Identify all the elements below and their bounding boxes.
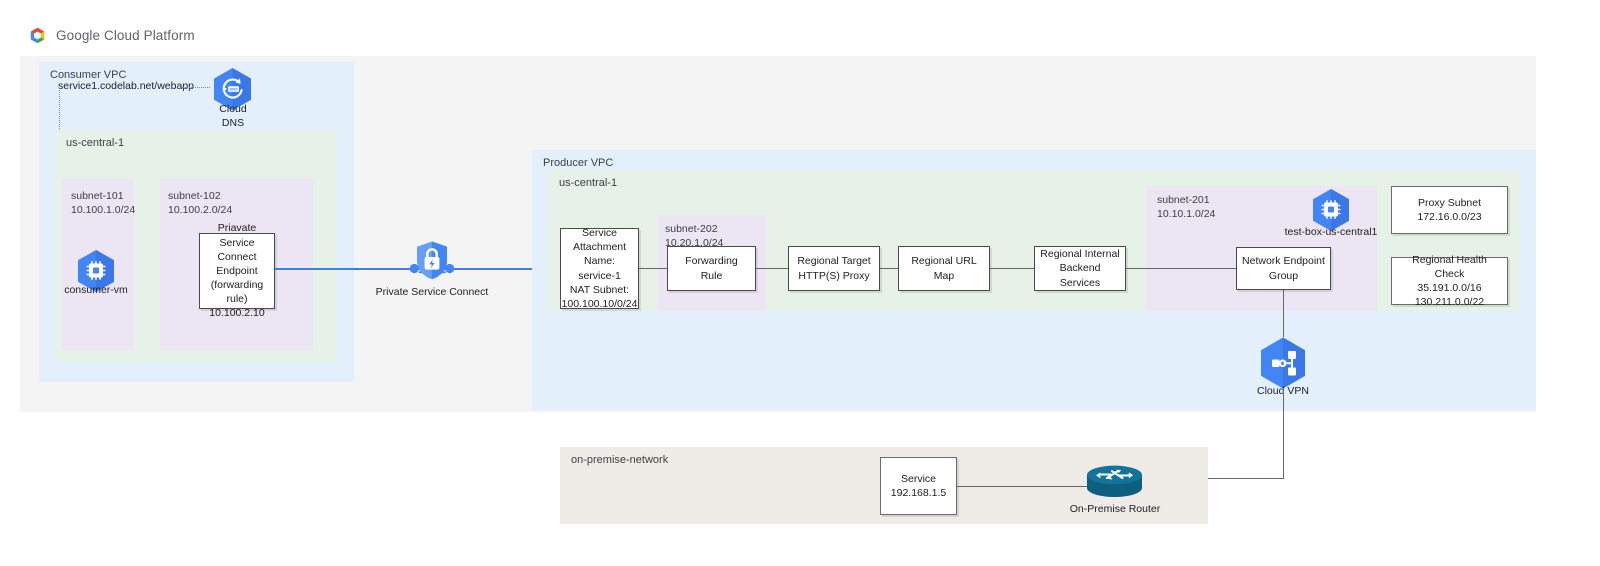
regional-target-proxy-node[interactable]: Regional Target HTTP(S) Proxy (788, 246, 880, 291)
compute-engine-icon (1311, 188, 1351, 232)
service-to-router-line (957, 486, 1087, 487)
subnet-201-info: subnet-201 10.10.1.0/24 (1157, 194, 1215, 222)
private-service-connect-shield-icon (409, 239, 455, 285)
google-cloud-hexagon-logo-icon (28, 26, 47, 45)
consumer-vpc-label: Consumer VPC (50, 69, 127, 81)
sa-to-fr-line (639, 268, 667, 269)
cloud-dns-caption: Cloud DNS (193, 103, 273, 130)
dns-record-label: service1.codelab.net/webapp (58, 80, 195, 92)
subnet-101-info: subnet-101 10.100.1.0/24 (71, 190, 135, 218)
health-check-line2: 35.191.0.0/16 (1417, 282, 1482, 294)
proxy-subnet-line1: Proxy Subnet (1417, 196, 1482, 209)
target-proxy-line2: HTTP(S) Proxy (798, 269, 870, 282)
subnet-102-cidr: 10.100.2.0/24 (168, 203, 233, 216)
compute-engine-icon (76, 249, 116, 293)
subnet-202-info: subnet-202 10.20.1.0/24 (665, 223, 723, 251)
subnet-102-name: subnet-102 (168, 190, 221, 202)
private-service-connect-caption: Private Service Connect (375, 286, 489, 298)
test-box-caption: test-box-us-central1 (1284, 226, 1378, 238)
neg-line2: Group (1268, 269, 1299, 282)
on-premise-service-line2: 192.168.1.5 (890, 487, 947, 499)
service-attachment-line1: Service (581, 226, 617, 239)
service-attachment-node[interactable]: Service Attachment Name: service-1 NAT S… (560, 226, 639, 310)
neg-line1: Network Endpoint (1242, 255, 1325, 268)
regional-backend-services-node[interactable]: Regional Internal Backend Services (1034, 246, 1126, 291)
on-premise-network-label: on-premise-network (571, 454, 669, 466)
cloud-vpn-caption: Cloud VPN (1257, 385, 1309, 397)
on-premise-router-icon (1085, 464, 1144, 502)
psc-endpoint-line1: Priavate Service (217, 222, 257, 249)
gcp-brand-label: Google Cloud Platform (56, 28, 195, 43)
producer-vpc-label: Producer VPC (543, 157, 614, 169)
forwarding-rule-node[interactable]: Forwarding Rule (667, 246, 756, 291)
neg-to-vpn-line (1283, 290, 1284, 337)
consumer-region-label: us-central-1 (66, 137, 125, 149)
health-check-line1: Regional Health Check (1412, 253, 1487, 280)
proxy-subnet-line2: 172.16.0.0/23 (1417, 211, 1482, 223)
service-attachment-line4: NAT Subnet: (569, 283, 630, 296)
subnet-202-name: subnet-202 (665, 223, 718, 235)
vpn-to-router-vertical-line (1283, 388, 1284, 478)
cloud-dns-icon: DNS (212, 67, 253, 112)
subnet-102-info: subnet-102 10.100.2.0/24 (168, 190, 232, 218)
psc-endpoint-node[interactable]: Priavate Service Connect Endpoint (forwa… (199, 222, 275, 319)
target-proxy-line1: Regional Target (797, 255, 871, 268)
consumer-vm-caption: consumer-vm (64, 284, 128, 296)
svg-text:DNS: DNS (229, 87, 238, 92)
on-premise-service-line1: Service (900, 472, 936, 485)
subnet-201-name: subnet-201 (1157, 194, 1210, 206)
subnet-201-cidr: 10.10.1.0/24 (1157, 207, 1216, 220)
proxy-to-urlmap-line (880, 268, 898, 269)
on-premise-router-caption: On-Premise Router (1069, 503, 1161, 515)
health-check-line3: 130.211.0.0/22 (1414, 296, 1485, 309)
backend-to-neg-line (1126, 268, 1236, 269)
backend-services-line2: Backend Services (1059, 262, 1101, 289)
network-endpoint-group-node[interactable]: Network Endpoint Group (1236, 247, 1331, 290)
psc-endpoint-line4: 10.100.2.10 (209, 307, 265, 320)
forwarding-rule-label: Forwarding Rule (685, 255, 738, 282)
producer-region-label: us-central-1 (559, 177, 618, 189)
regional-url-map-node[interactable]: Regional URL Map (898, 246, 990, 291)
service-attachment-line5: 100.100.10/0/24 (561, 297, 638, 310)
cloud-dns-caption-line2: DNS (221, 116, 245, 129)
psc-endpoint-line2: Connect Endpoint (216, 250, 258, 277)
vpn-to-router-horizontal-line (1139, 478, 1284, 479)
fr-to-proxy-line (756, 268, 788, 269)
subnet-202-cidr: 10.20.1.0/24 (665, 236, 724, 249)
subnet-101-cidr: 10.100.1.0/24 (71, 203, 136, 216)
service-attachment-line2: Attachment (572, 241, 627, 254)
backend-services-line1: Regional Internal (1040, 248, 1120, 261)
dns-leader-line (182, 87, 210, 88)
regional-health-check-node: Regional Health Check 35.191.0.0/16 130.… (1391, 254, 1508, 308)
gcp-header: Google Cloud Platform (28, 26, 195, 45)
subnet-101-name: subnet-101 (71, 190, 124, 202)
cloud-dns-caption-line1: Cloud (219, 103, 247, 115)
url-map-label: Regional URL Map (911, 255, 977, 282)
psc-endpoint-line3: (forwarding rule) (210, 279, 264, 306)
urlmap-to-backend-line (990, 268, 1034, 269)
proxy-subnet-node: Proxy Subnet 172.16.0.0/23 (1391, 186, 1508, 234)
cloud-vpn-icon (1258, 336, 1308, 391)
service-attachment-line3: Name: service-1 (578, 255, 621, 282)
on-premise-service-node: Service 192.168.1.5 (880, 457, 957, 515)
